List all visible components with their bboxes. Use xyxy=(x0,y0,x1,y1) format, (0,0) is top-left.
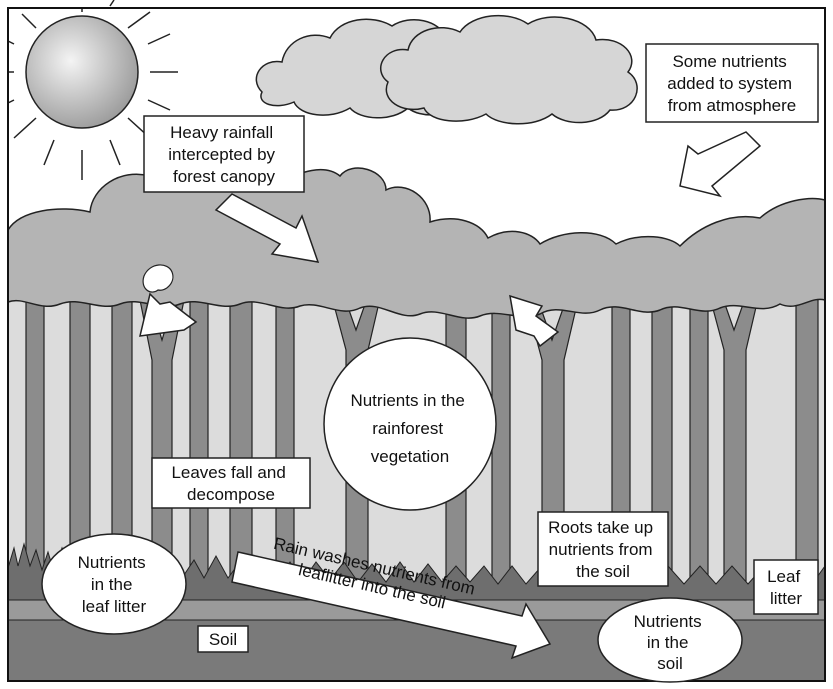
roots-label-box xyxy=(537,511,669,587)
atmosphere-label: Some nutrients added to system from atmo… xyxy=(667,52,796,115)
arrow-atmosphere xyxy=(679,131,762,198)
leaf-litter-nutrients-label: Nutrients in the leaf litter xyxy=(78,553,151,616)
arrow-rainfall xyxy=(214,193,320,263)
leaf-litter-nutrients-ellipse xyxy=(41,533,187,635)
frame xyxy=(7,7,826,682)
leaf-litter-layer-label: Leaf litter xyxy=(767,567,805,608)
leaves-fall-label: Leaves fall and decompose xyxy=(171,463,290,504)
soil-nutrients-label: Nutrients in the soil xyxy=(634,612,707,673)
rainfall-label: Heavy rainfall intercepted by forest can… xyxy=(168,123,280,186)
leaf-litter-layer-label-box xyxy=(753,559,819,615)
vegetation-label: Nutrients in the rainforest vegetation xyxy=(350,391,469,466)
canopy-gap xyxy=(142,264,174,293)
arrow-leaves-fall xyxy=(139,292,198,337)
soil-nutrients-ellipse xyxy=(597,597,743,683)
atmosphere-label-box xyxy=(645,43,819,123)
cloud-icon xyxy=(255,14,638,125)
leaves-fall-label-box xyxy=(151,457,311,509)
vegetation-label-circle xyxy=(323,337,497,511)
soil-label-box xyxy=(197,625,249,653)
rainfall-label-box xyxy=(143,115,305,193)
roots-label: Roots take up nutrients from the soil xyxy=(548,518,658,581)
arrow-rain-washes xyxy=(231,551,552,660)
sun-icon xyxy=(7,0,178,180)
arrow-roots xyxy=(509,294,560,348)
soil-label: Soil xyxy=(209,630,237,649)
